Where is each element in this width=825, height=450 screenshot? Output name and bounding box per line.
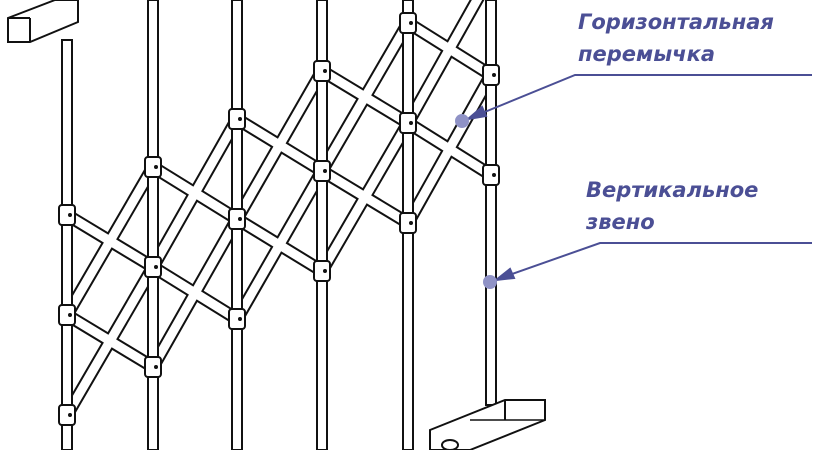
label-horizontal-line1: Горизонтальная: [578, 10, 774, 34]
lattice-bar-fill: [230, 164, 329, 326]
rivet: [68, 413, 72, 417]
pivot-bracket: [313, 260, 331, 282]
lattice-bar-fill: [146, 112, 244, 274]
label-vertical-line2: звено: [586, 210, 655, 234]
lattice-bar-fill: [146, 212, 244, 374]
pivot-bracket: [313, 160, 331, 182]
pivot-bracket: [228, 308, 246, 330]
bottom-base-block: [429, 399, 546, 450]
top-header-block: [7, 0, 79, 43]
pivot-bracket: [482, 64, 500, 86]
rivet: [323, 69, 327, 73]
rivet: [323, 269, 327, 273]
pivot-bracket: [144, 256, 162, 278]
pivot-bracket: [482, 164, 500, 186]
vertical-post: [316, 0, 328, 450]
lattice-bar-fill: [401, 0, 483, 130]
arrow-head-vertical: [492, 267, 516, 282]
rivet: [238, 117, 242, 121]
annotation-leaders: [455, 74, 812, 289]
label-vertical-link: Вертикальное звено: [586, 174, 758, 238]
rivet: [154, 265, 158, 269]
pivot-bracket: [58, 204, 76, 226]
pivot-bracket: [228, 208, 246, 230]
rivet: [154, 165, 158, 169]
vertical-posts: [58, 0, 500, 450]
rivet: [409, 221, 413, 225]
rivet: [492, 173, 496, 177]
pivot-bracket: [58, 404, 76, 426]
label-horizontal-crossbar: Горизонтальная перемычка: [578, 6, 774, 70]
pivot-bracket: [313, 60, 331, 82]
rivet: [492, 73, 496, 77]
pivot-bracket: [399, 212, 417, 234]
pivot-bracket: [399, 112, 417, 134]
arrow-head-horizontal: [464, 105, 488, 121]
rivet: [409, 121, 413, 125]
label-horizontal-line2: перемычка: [578, 42, 716, 66]
pivot-bracket: [399, 12, 417, 34]
vertical-post: [61, 39, 73, 450]
leader-vertical: [497, 242, 812, 280]
rivet: [154, 365, 158, 369]
vertical-post: [485, 0, 497, 406]
marker-dot-vertical: [483, 275, 497, 289]
pivot-bracket: [228, 108, 246, 130]
pivot-bracket: [144, 356, 162, 378]
marker-dot-horizontal: [455, 114, 469, 128]
lattice-bar-fill: [60, 160, 160, 322]
rivet: [409, 21, 413, 25]
lattice-bar-fill: [315, 116, 415, 278]
rivet: [68, 313, 72, 317]
rivet: [238, 317, 242, 321]
lattice-bar-fill: [401, 68, 498, 230]
leader-horizontal: [469, 74, 812, 119]
pivot-bracket: [58, 304, 76, 326]
rivet: [68, 213, 72, 217]
lattice-bar-fill: [230, 64, 329, 226]
pivot-bracket: [144, 156, 162, 178]
lattice-bar-fill: [315, 16, 415, 178]
scissor-lattice: [58, 0, 500, 424]
lattice-bar-fill: [60, 260, 160, 422]
vertical-post: [147, 0, 159, 450]
rivet: [238, 217, 242, 221]
label-vertical-line1: Вертикальное: [586, 178, 759, 202]
rivet: [323, 169, 327, 173]
